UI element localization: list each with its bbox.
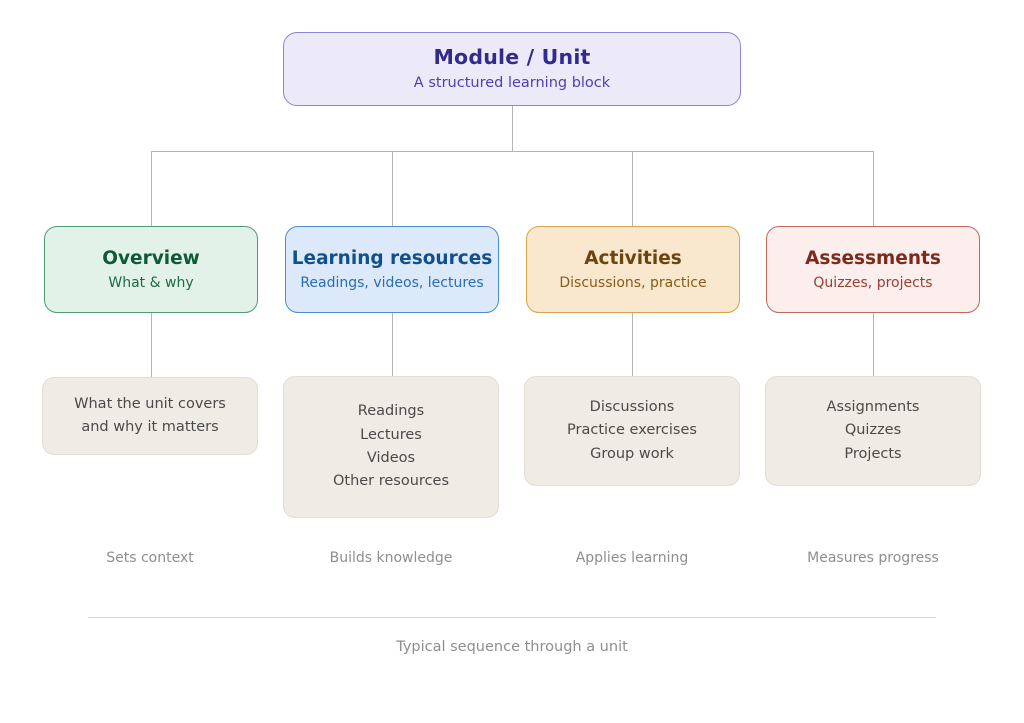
- caption-overview: Sets context: [106, 550, 194, 566]
- caption-assessments: Measures progress: [807, 550, 939, 566]
- node-learning-resources-title: Learning resources: [291, 247, 493, 269]
- connector-root-stem: [512, 106, 513, 152]
- node-module-unit[interactable]: Module / Unit A structured learning bloc…: [283, 32, 741, 106]
- detail-box-learning-resources: Readings Lectures Videos Other resources: [283, 376, 499, 518]
- node-overview[interactable]: Overview What & why: [44, 226, 258, 313]
- detail-line: Readings: [357, 403, 425, 420]
- node-module-unit-subtitle: A structured learning block: [413, 74, 611, 91]
- detail-box-activities: Discussions Practice exercises Group wor…: [524, 376, 740, 486]
- caption-learning-resources: Builds knowledge: [329, 550, 453, 566]
- detail-line: Practice exercises: [567, 422, 697, 439]
- node-assessments-subtitle: Quizzes, projects: [813, 274, 933, 291]
- detail-line: Discussions: [589, 398, 675, 415]
- detail-line: What the unit covers: [74, 395, 226, 412]
- footer-divider: [88, 617, 936, 618]
- detail-line: Projects: [844, 445, 902, 462]
- detail-line: and why it matters: [81, 419, 219, 435]
- node-learning-resources[interactable]: Learning resources Readings, videos, lec…: [285, 226, 499, 313]
- node-module-unit-title: Module / Unit: [433, 45, 591, 70]
- connector-bus-to-learning-resources: [392, 151, 393, 227]
- footer-caption: Typical sequence through a unit: [396, 639, 628, 655]
- node-learning-resources-subtitle: Readings, videos, lectures: [300, 274, 484, 291]
- detail-line: Assignments: [826, 398, 920, 415]
- connector-bus-to-assessments: [873, 151, 874, 227]
- node-activities-subtitle: Discussions, practice: [559, 274, 707, 291]
- node-assessments[interactable]: Assessments Quizzes, projects: [766, 226, 980, 313]
- detail-line: Group work: [590, 445, 674, 462]
- connector-learning-resources-to-detail: [392, 313, 393, 377]
- connector-activities-to-detail: [632, 313, 633, 377]
- connector-bus-to-overview: [151, 151, 152, 227]
- detail-line: Lectures: [360, 426, 422, 443]
- detail-box-assessments: Assignments Quizzes Projects: [765, 376, 981, 486]
- detail-line: Quizzes: [844, 422, 902, 439]
- node-activities[interactable]: Activities Discussions, practice: [526, 226, 740, 313]
- node-activities-title: Activities: [584, 247, 682, 269]
- node-overview-subtitle: What & why: [108, 274, 194, 291]
- detail-line: Videos: [366, 450, 416, 466]
- detail-line: Other resources: [332, 473, 450, 490]
- node-assessments-title: Assessments: [805, 247, 941, 269]
- connector-overview-to-detail: [151, 313, 152, 377]
- connector-bus-to-activities: [632, 151, 633, 227]
- connector-assessments-to-detail: [873, 313, 874, 377]
- detail-box-overview: What the unit covers and why it matters: [42, 377, 258, 455]
- connector-horizontal-bus: [151, 151, 874, 152]
- node-overview-title: Overview: [102, 247, 200, 269]
- caption-activities: Applies learning: [575, 550, 689, 566]
